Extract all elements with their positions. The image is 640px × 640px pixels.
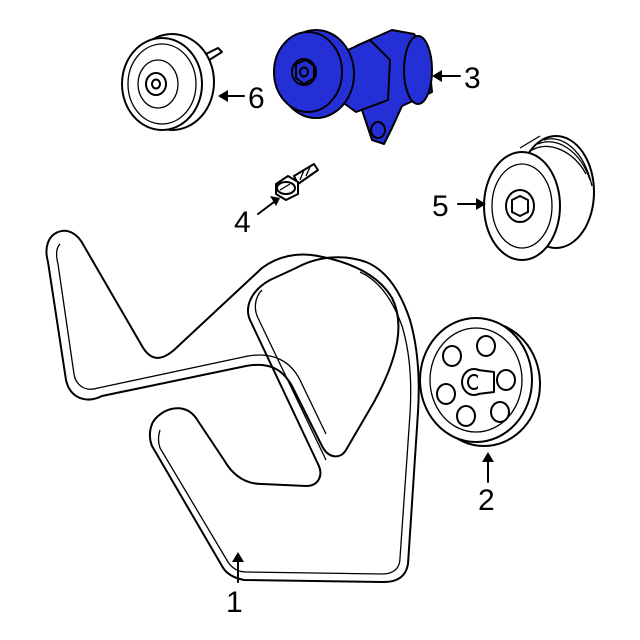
callout-2: 2 (478, 452, 495, 517)
pulley-2[interactable] (419, 317, 541, 447)
tensioner-bolt[interactable] (275, 163, 319, 201)
callout-number: 4 (234, 206, 251, 239)
callout-number: 5 (432, 190, 449, 223)
callout-number: 6 (248, 82, 265, 115)
grooved-pulley[interactable] (483, 135, 595, 261)
callout-number: 3 (464, 62, 481, 95)
callout-4: 4 (234, 196, 280, 239)
callout-number: 2 (478, 484, 495, 517)
idler-pulley[interactable] (121, 33, 223, 131)
callout-6: 6 (218, 82, 265, 115)
callout-5: 5 (432, 190, 486, 223)
serpentine-belt[interactable] (45, 229, 420, 583)
callout-1: 1 (226, 552, 244, 619)
callout-number: 1 (226, 586, 243, 619)
belt-tensioner[interactable] (273, 29, 433, 145)
callout-3: 3 (432, 62, 481, 95)
